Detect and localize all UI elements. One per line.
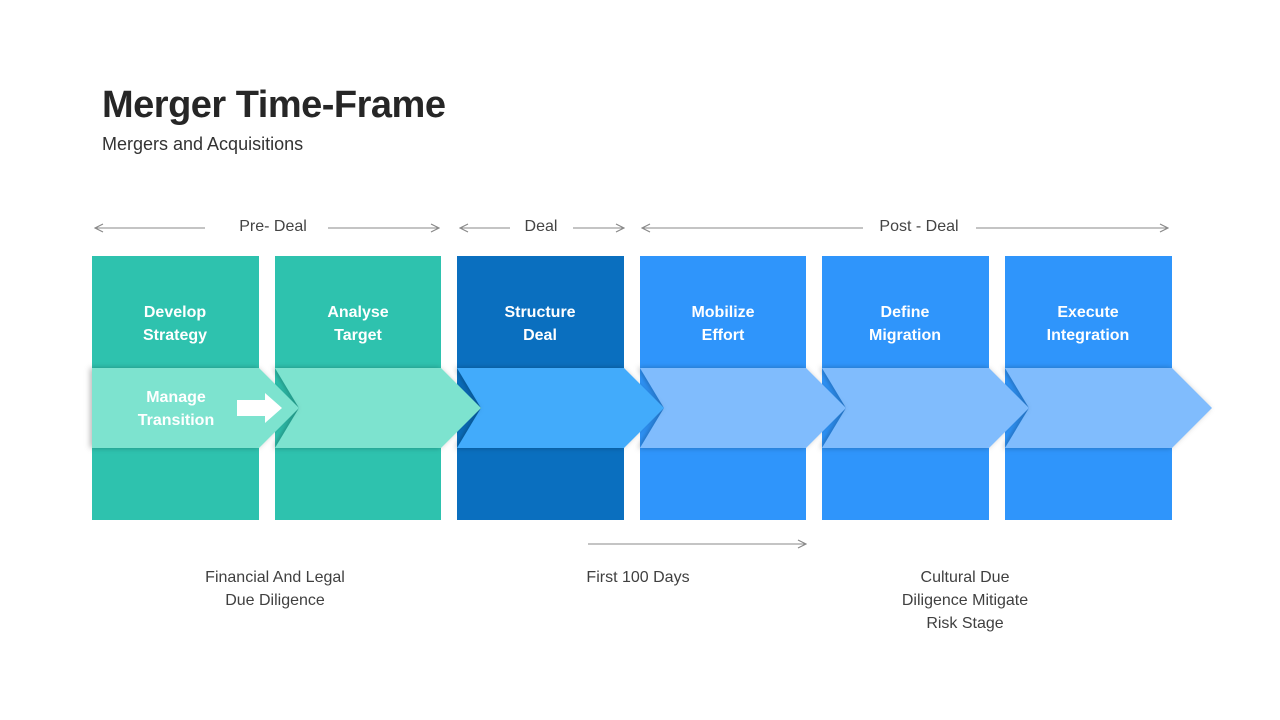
note-line: Cultural Due	[920, 569, 1010, 586]
step-title-line: Migration	[869, 327, 941, 344]
step-title-line: Strategy	[142, 327, 208, 344]
transition-chevron-1	[92, 368, 299, 448]
note-line: Financial And Legal	[205, 569, 345, 586]
step-title-analyse-target: Analyse Target	[275, 301, 441, 347]
step-title-line: Analyse	[327, 304, 389, 321]
step-title-line: Deal	[523, 327, 557, 344]
page-subtitle: Mergers and Acquisitions	[102, 134, 304, 154]
manage-transition-line: Transition	[137, 412, 215, 429]
note-line: First 100 Days	[586, 569, 690, 586]
phase-label-pre-deal: Pre- Deal	[235, 218, 311, 236]
step-title-line: Execute	[1057, 304, 1119, 321]
note-first-100-days: First 100 Days	[538, 566, 738, 589]
transition-chevron-5	[822, 368, 1029, 448]
manage-transition-line: Manage	[146, 389, 206, 406]
step-title-line: Effort	[701, 327, 745, 344]
step-title-structure-deal: Structure Deal	[457, 301, 623, 347]
page-title: Merger Time-Frame	[102, 84, 446, 126]
step-title-line: Develop	[143, 304, 207, 321]
note-line: Risk Stage	[926, 615, 1004, 632]
step-title-mobilize-effort: Mobilize Effort	[640, 301, 806, 347]
step-title-line: Integration	[1046, 327, 1130, 344]
step-title-execute-integration: Execute Integration	[1005, 301, 1171, 347]
manage-transition-label: Manage Transition	[96, 386, 256, 432]
note-cultural-due-diligence: Cultural Due Diligence Mitigate Risk Sta…	[865, 566, 1065, 635]
transition-chevron-2	[275, 368, 481, 448]
right-arrow-icon	[237, 393, 282, 423]
note-financial-legal: Financial And Legal Due Diligence	[175, 566, 375, 612]
step-title-line: Mobilize	[691, 304, 755, 321]
phase-label-deal: Deal	[520, 218, 562, 236]
step-title-line: Structure	[504, 304, 576, 321]
transition-chevron-4	[640, 368, 846, 448]
phase-label-post-deal: Post - Deal	[875, 218, 963, 236]
step-title-line: Target	[334, 327, 382, 344]
step-title-define-migration: Define Migration	[822, 301, 988, 347]
note-line: Due Diligence	[225, 592, 325, 609]
transition-chevron-6	[1005, 368, 1212, 448]
step-title-develop-strategy: Develop Strategy	[92, 301, 258, 347]
step-title-line: Define	[880, 304, 930, 321]
transition-chevron-3	[457, 368, 664, 448]
note-line: Diligence Mitigate	[901, 592, 1029, 609]
